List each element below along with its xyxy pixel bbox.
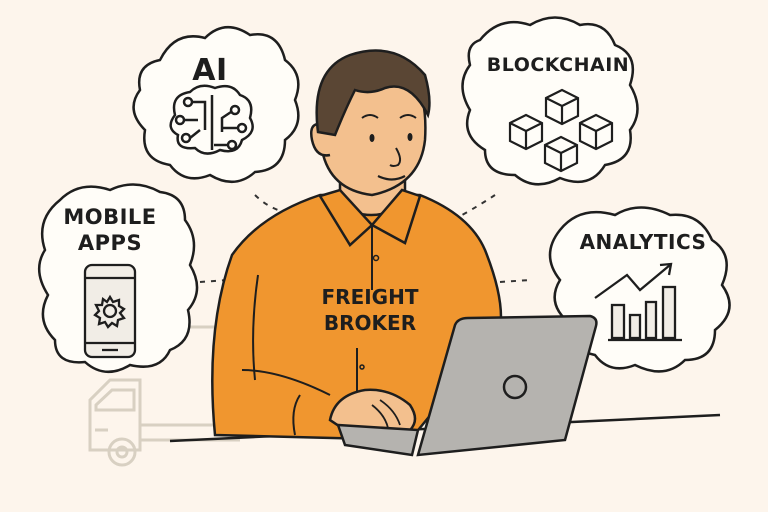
shirt-text-line1: FREIGHT bbox=[321, 285, 419, 309]
person bbox=[211, 49, 503, 442]
shirt-text-line2: BROKER bbox=[323, 311, 417, 335]
laptop-logo-icon bbox=[502, 374, 528, 400]
truck-icon bbox=[88, 378, 240, 467]
analytics-label: ANALYTICS bbox=[579, 230, 707, 254]
blockchain-bubble bbox=[461, 16, 639, 186]
laptop bbox=[336, 314, 598, 457]
bar-chart-trend-icon bbox=[594, 262, 682, 342]
smartphone-gear-icon bbox=[83, 263, 137, 359]
mobile-apps-bubble bbox=[38, 183, 199, 373]
linked-cubes-icon bbox=[508, 88, 614, 173]
mobile-label-line1: MOBILE bbox=[63, 205, 157, 229]
ai-bubble bbox=[132, 26, 300, 183]
blockchain-label: BLOCKCHAIN bbox=[486, 54, 630, 76]
brain-circuit-icon bbox=[169, 84, 254, 155]
mobile-label-line2: APPS bbox=[77, 231, 143, 255]
ai-label: AI bbox=[192, 53, 228, 88]
